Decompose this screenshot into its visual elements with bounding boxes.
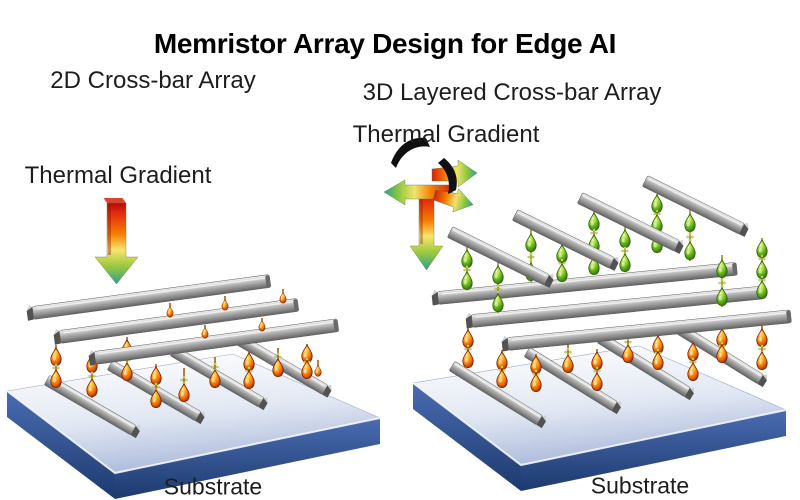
electrode-bar <box>642 175 749 237</box>
memristor-stack <box>496 350 508 389</box>
electrode-bar <box>447 226 554 288</box>
electrode-bar <box>577 192 684 254</box>
figure-title: Memristor Array Design for Edge AI <box>153 28 617 59</box>
memristor-stack <box>462 328 474 369</box>
electrode-bar <box>26 274 271 321</box>
electrode-bar <box>44 375 140 439</box>
left-panel-heading: 2D Cross-bar Array <box>50 67 256 94</box>
memristor-stack <box>461 247 473 291</box>
right-hot-memristor-stacks <box>462 326 768 393</box>
memristor-stack <box>492 261 504 313</box>
right-thermal-gradient-label: Thermal Gradient <box>352 121 540 148</box>
memristor-stack <box>756 238 768 300</box>
thermal-gradient-multi-arrow-icon <box>383 137 478 271</box>
memristor-drop <box>201 325 209 339</box>
memristor-stack <box>652 335 664 371</box>
memristor-stack <box>556 243 568 283</box>
memristor-stack <box>301 344 313 380</box>
memristor-drop <box>279 289 287 304</box>
left-thermal-gradient-label: Thermal Gradient <box>24 162 212 189</box>
memristor-stack <box>272 348 284 378</box>
memristor-stack <box>716 255 728 307</box>
electrode-bar <box>501 309 792 352</box>
memristor-stack <box>243 352 255 390</box>
right-middle-electrode-bars <box>431 262 792 352</box>
right-top-electrode-bars <box>447 175 749 288</box>
left-top-electrode-bars <box>26 274 339 366</box>
electrode-bar <box>512 209 619 271</box>
right-substrate-label: Substrate <box>590 472 690 499</box>
thermal-gradient-down-arrow-icon <box>94 198 139 285</box>
right-panel-heading: 3D Layered Cross-bar Array <box>362 79 662 106</box>
left-crossbar-scene <box>6 198 381 499</box>
right-cool-memristor-stacks <box>461 194 768 313</box>
memristor-stack <box>178 368 190 403</box>
memristor-stack <box>684 209 696 261</box>
memristor-drop <box>221 296 229 311</box>
electrode-bar <box>524 347 622 415</box>
left-small-memristor-drops <box>166 289 287 339</box>
memristor-stack <box>756 326 768 371</box>
memristor-drop <box>166 303 174 318</box>
left-substrate-label: Substrate <box>163 473 263 500</box>
electrode-bar <box>53 298 299 345</box>
memristor-stack <box>314 360 322 377</box>
electrode-bar <box>88 318 339 366</box>
right-crossbar-scene <box>383 137 792 491</box>
memristor-stack <box>150 364 162 409</box>
memristor-stack <box>619 226 631 273</box>
memristor-stack <box>716 328 728 364</box>
electrode-bar <box>449 361 547 429</box>
memristor-stack <box>530 354 542 393</box>
memristor-drop <box>258 318 266 332</box>
memristor-stack <box>50 345 62 389</box>
memristor-stack <box>591 349 603 392</box>
memristor-stack <box>562 341 574 374</box>
memristor-stack <box>687 341 699 382</box>
right-bottom-electrode-bars <box>449 320 768 429</box>
memristor-stack <box>588 210 600 276</box>
memristor-stack <box>209 357 221 389</box>
electrode-bar <box>431 262 738 306</box>
